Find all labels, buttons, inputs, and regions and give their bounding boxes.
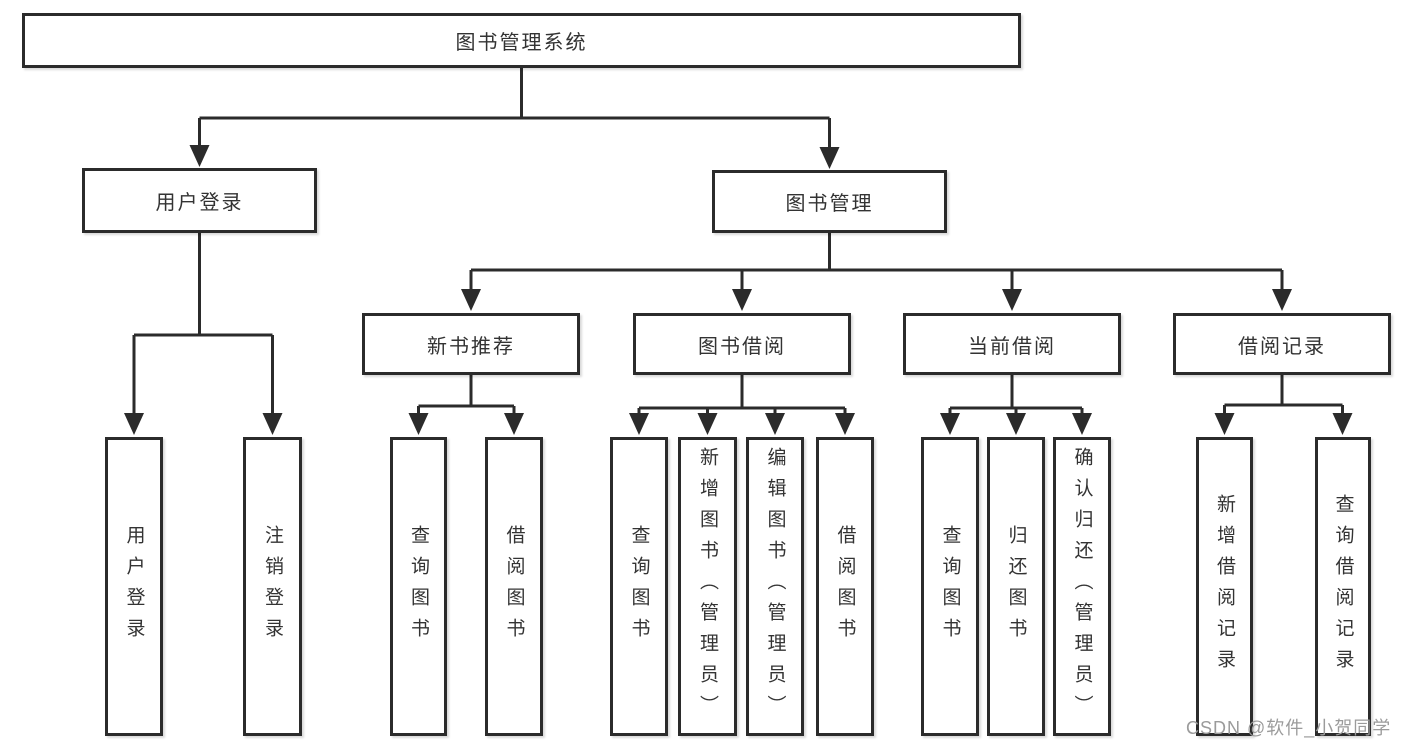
arrowhead — [819, 147, 840, 169]
watermark: CSDN @软件_小贺同学 — [1186, 718, 1392, 738]
leaf-add-borrow-record: 新增借阅记录 — [1196, 437, 1253, 736]
arrowhead — [1072, 413, 1092, 435]
arrowhead — [629, 413, 649, 435]
arrowhead — [189, 145, 210, 167]
arrowhead — [1332, 413, 1353, 435]
connector-user-login — [132, 233, 274, 415]
leaf-borrow-books: 借阅图书 — [816, 437, 874, 736]
node-current-borrowing: 当前借阅 — [903, 313, 1121, 375]
arrowhead — [504, 413, 524, 435]
arrowhead — [1006, 413, 1026, 435]
node-user-login: 用户登录 — [82, 168, 317, 233]
arrowhead — [461, 289, 481, 311]
node-new-book-recommend: 新书推荐 — [362, 313, 580, 375]
arrowhead — [408, 413, 429, 435]
leaf-return-book: 归还图书 — [987, 437, 1045, 736]
leaf-edit-book-admin: 编辑图书（管理员） — [746, 437, 804, 736]
node-book-borrowing: 图书借阅 — [633, 313, 851, 375]
arrowhead — [262, 413, 283, 435]
connector-current-borrowing — [948, 375, 1084, 417]
connector-book-management — [469, 233, 1284, 291]
node-borrowing-records: 借阅记录 — [1173, 313, 1391, 375]
arrowhead — [697, 413, 718, 435]
leaf-user-login: 用户登录 — [105, 437, 163, 736]
arrowhead — [1214, 413, 1235, 435]
leaf-logout: 注销登录 — [243, 437, 302, 736]
connector-book-borrowing — [637, 375, 847, 417]
leaf-query-books-borrowing: 查询图书 — [610, 437, 668, 736]
node-book-management: 图书管理 — [712, 170, 947, 233]
arrowhead — [732, 289, 752, 311]
arrowhead — [940, 413, 960, 435]
connector-new-book-recommend — [417, 375, 516, 417]
leaf-confirm-return-admin: 确认归还（管理员） — [1053, 437, 1111, 736]
leaf-query-borrow-record: 查询借阅记录 — [1315, 437, 1371, 736]
leaf-query-books-recommend: 查询图书 — [390, 437, 447, 736]
leaf-add-book-admin: 新增图书（管理员） — [678, 437, 737, 736]
arrowhead — [124, 413, 144, 435]
leaf-query-books-current: 查询图书 — [921, 437, 979, 736]
arrowhead — [765, 413, 785, 435]
connector-borrowing-records — [1223, 375, 1344, 417]
leaf-borrow-books-recommend: 借阅图书 — [485, 437, 543, 736]
node-library-system: 图书管理系统 — [22, 13, 1021, 68]
arrowhead — [835, 413, 855, 435]
arrowheads — [124, 145, 1353, 435]
arrowhead — [1272, 289, 1292, 311]
connector-root — [198, 66, 831, 149]
arrowhead — [1002, 289, 1022, 311]
